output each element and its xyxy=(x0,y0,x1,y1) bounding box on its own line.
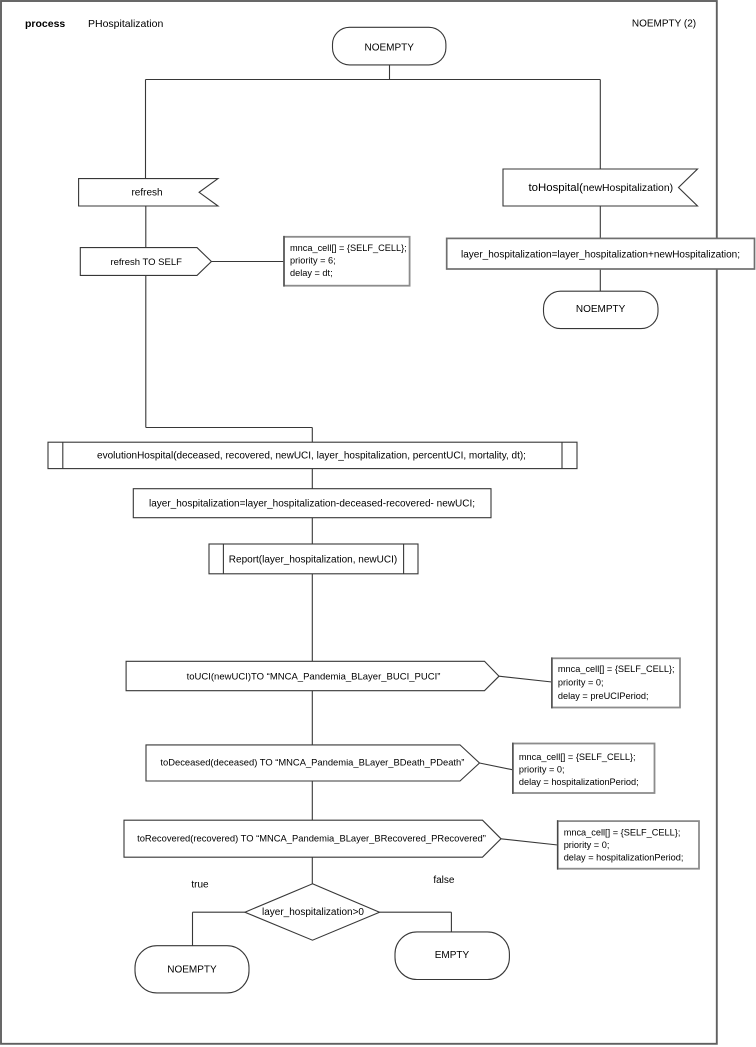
svg-text:refresh TO SELF: refresh TO SELF xyxy=(110,257,182,268)
svg-text:true: true xyxy=(191,879,209,890)
svg-text:toRecovered(recovered) TO “MNC: toRecovered(recovered) TO “MNCA_Pandemia… xyxy=(137,833,486,844)
svg-text:layer_hospitalization=layer_ho: layer_hospitalization=layer_hospitalizat… xyxy=(461,250,740,261)
svg-text:mnca_cell[] = {SELF_CELL};: mnca_cell[] = {SELF_CELL}; xyxy=(558,664,675,674)
svg-text:NOEMPTY (2): NOEMPTY (2) xyxy=(632,19,696,30)
svg-text:priority = 6;: priority = 6; xyxy=(290,256,336,266)
svg-text:PHospitalization: PHospitalization xyxy=(88,18,163,30)
svg-text:EMPTY: EMPTY xyxy=(435,950,470,961)
svg-text:toHospital(newHospitalization): toHospital(newHospitalization) xyxy=(529,182,674,194)
svg-text:mnca_cell[] = {SELF_CELL};: mnca_cell[] = {SELF_CELL}; xyxy=(519,752,636,762)
svg-text:delay = hospitalizationPeriod;: delay = hospitalizationPeriod; xyxy=(564,853,684,863)
svg-text:priority = 0;: priority = 0; xyxy=(558,678,604,688)
svg-text:delay = preUCIPeriod;: delay = preUCIPeriod; xyxy=(558,691,649,701)
svg-text:process: process xyxy=(25,18,65,30)
svg-text:NOEMPTY: NOEMPTY xyxy=(576,304,626,315)
svg-text:priority = 0;: priority = 0; xyxy=(564,840,610,850)
svg-text:toDeceased(deceased) TO “MNCA_: toDeceased(deceased) TO “MNCA_Pandemia_B… xyxy=(160,757,464,768)
svg-text:NOEMPTY: NOEMPTY xyxy=(167,965,217,976)
svg-text:mnca_cell[] = {SELF_CELL};: mnca_cell[] = {SELF_CELL}; xyxy=(564,828,681,838)
svg-text:toUCI(newUCI)TO “MNCA_Pandemia: toUCI(newUCI)TO “MNCA_Pandemia_BLayer_BU… xyxy=(187,672,441,683)
svg-text:mnca_cell[] = {SELF_CELL};: mnca_cell[] = {SELF_CELL}; xyxy=(290,243,407,253)
svg-text:false: false xyxy=(433,875,455,886)
svg-text:layer_hospitalization>0: layer_hospitalization>0 xyxy=(262,907,364,918)
svg-text:evolutionHospital(deceased, re: evolutionHospital(deceased, recovered, n… xyxy=(97,451,526,462)
svg-text:refresh: refresh xyxy=(131,188,162,199)
svg-text:layer_hospitalization=layer_ho: layer_hospitalization=layer_hospitalizat… xyxy=(149,499,475,510)
svg-text:Report(layer_hospitalization,: Report(layer_hospitalization, newUCI) xyxy=(229,555,397,566)
svg-text:delay = dt;: delay = dt; xyxy=(290,268,333,278)
svg-text:priority = 0;: priority = 0; xyxy=(519,765,565,775)
svg-text:delay = hospitalizationPeriod;: delay = hospitalizationPeriod; xyxy=(519,777,639,787)
svg-text:NOEMPTY: NOEMPTY xyxy=(364,42,414,53)
